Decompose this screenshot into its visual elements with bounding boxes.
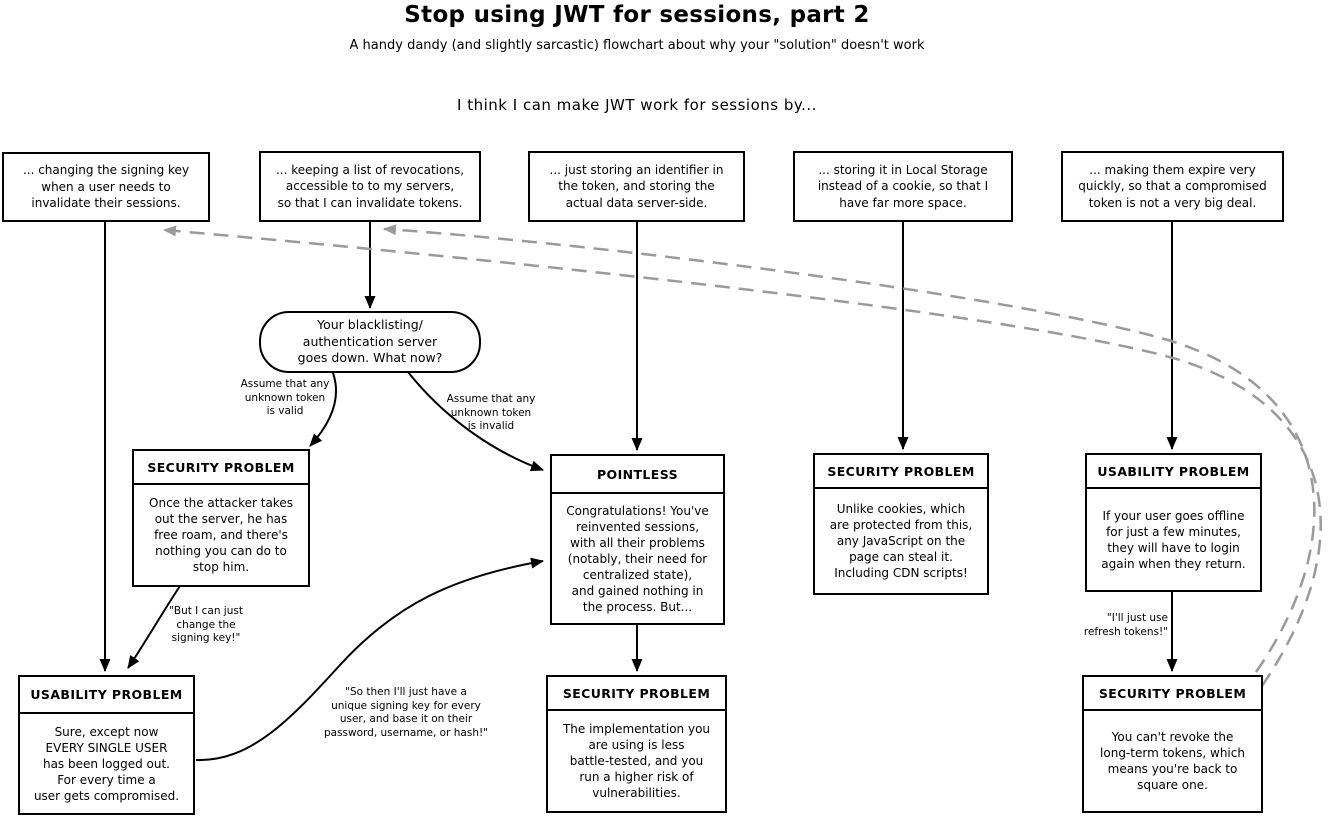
arrow-unique-signing-key [195, 557, 544, 762]
problem-body: Unlike cookies, which are protected from… [829, 502, 973, 580]
problem-body: If your user goes offline for just a few… [1101, 508, 1246, 571]
arrow-assume-valid [309, 372, 337, 447]
page-title: Stop using JWT for sessions, part 2 [404, 2, 870, 28]
box-short-expiry: ... making them expire very quickly, so … [1061, 151, 1284, 222]
box-local-storage: ... storing it in Local Storage instead … [793, 151, 1013, 222]
dashed-loop-to-revocations [383, 224, 1316, 673]
problem-header: POINTLESS [552, 456, 723, 494]
problem-box-javascript-steal: SECURITY PROBLEM Unlike cookies, which a… [813, 453, 989, 595]
edge-label-assume-valid: Assume that any unknown token is valid [240, 378, 330, 417]
problem-header: SECURITY PROBLEM [815, 455, 987, 489]
problem-body: Sure, except now EVERY SINGLE USER has b… [33, 724, 180, 803]
problem-header: USABILITY PROBLEM [20, 677, 193, 714]
arrow-change-signing-key [127, 585, 181, 669]
edge-label-unique-signing-key: "So then I'll just have a unique signing… [323, 686, 489, 739]
problem-header: SECURITY PROBLEM [1084, 677, 1261, 711]
page-subtitle: A handy dandy (and slightly sarcastic) f… [349, 38, 925, 53]
problem-box-offline-login: USABILITY PROBLEM If your user goes offl… [1085, 453, 1262, 592]
edge-label-refresh-tokens: "I'll just use refresh tokens!" [1083, 612, 1168, 638]
problem-header: SECURITY PROBLEM [548, 677, 725, 711]
arrow-assume-invalid [407, 371, 544, 472]
edge-label-assume-invalid: Assume that any unknown token is invalid [446, 393, 536, 432]
box-change-signing-key: ... changing the signing key when a user… [2, 152, 210, 222]
edge-label-change-signing-key: "But I can just change the signing key!" [169, 605, 243, 644]
problem-box-pointless: POINTLESS Congratulations! You've reinve… [550, 454, 725, 625]
problem-box-everyone-logged-out: USABILITY PROBLEM Sure, except now EVERY… [18, 675, 195, 815]
problem-box-less-battle-tested: SECURITY PROBLEM The implementation you … [546, 675, 727, 813]
problem-header: SECURITY PROBLEM [134, 451, 308, 485]
decision-server-down: Your blacklisting/ authentication server… [259, 311, 481, 373]
problem-body: Congratulations! You've reinvented sessi… [566, 503, 709, 614]
problem-box-cant-revoke: SECURITY PROBLEM You can't revoke the lo… [1082, 675, 1263, 813]
problem-body: You can't revoke the long-term tokens, w… [1100, 730, 1245, 792]
problem-body: The implementation you are using is less… [562, 722, 711, 800]
dashed-loop-to-signing-key [163, 225, 1322, 687]
box-revocation-list: ... keeping a list of revocations, acces… [259, 151, 481, 222]
box-identifier-token: ... just storing an identifier in the to… [528, 151, 745, 222]
problem-body: Once the attacker takes out the server, … [149, 496, 293, 574]
problem-header: USABILITY PROBLEM [1087, 455, 1260, 489]
prompt-text: I think I can make JWT work for sessions… [457, 96, 817, 114]
problem-box-attacker-free-roam: SECURITY PROBLEM Once the attacker takes… [132, 449, 310, 587]
